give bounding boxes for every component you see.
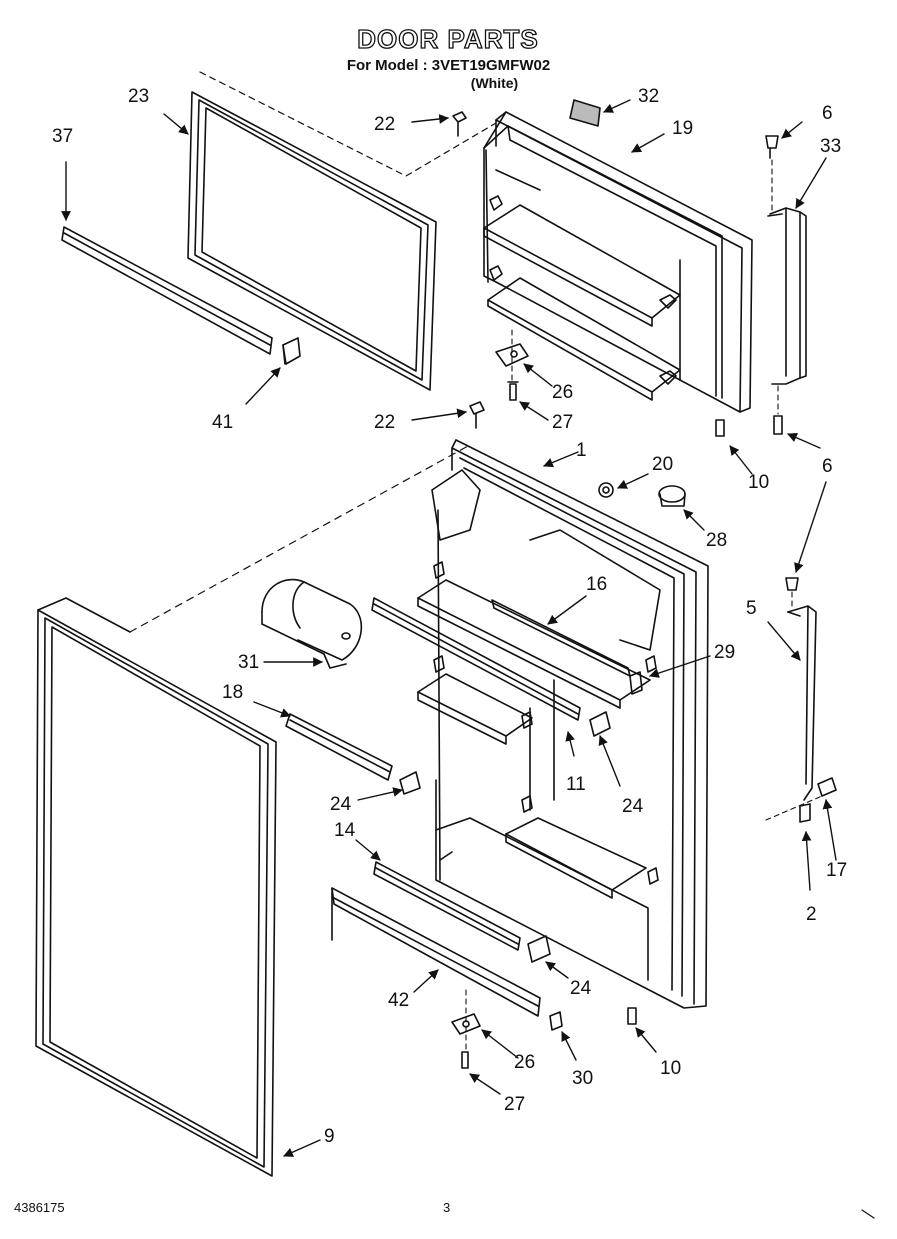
rail-end-cap	[549, 1011, 563, 1031]
callout-11: 11	[566, 774, 586, 795]
callout-28: 28	[706, 530, 727, 551]
alignment-line	[199, 71, 497, 177]
shelf-end-cap-middle	[589, 711, 611, 737]
liner-screw-upper	[715, 419, 725, 437]
shelf-end-cap-left	[399, 771, 421, 795]
handle-end-screw	[817, 777, 837, 797]
callout-18: 18	[222, 682, 243, 703]
callout-29: 29	[714, 642, 735, 663]
freezer-door-gasket	[187, 91, 437, 391]
callout-14: 14	[334, 820, 356, 841]
callout-17: 17	[826, 860, 847, 881]
trim-end-cap	[282, 337, 301, 365]
door-stop	[598, 482, 614, 498]
model-number: For Model : 3VET19GMFW02	[346, 57, 551, 74]
lower-screw	[461, 1051, 469, 1069]
hole-plug	[658, 485, 686, 507]
callout-30: 30	[572, 1068, 593, 1089]
handle-end-cap	[799, 803, 811, 823]
plug-button-upper	[452, 111, 467, 137]
freezer-door-handle	[767, 207, 807, 385]
callout-26-upper: 26	[552, 382, 573, 403]
dairy-door-bar	[491, 599, 631, 677]
liner-screw-lower	[627, 1007, 637, 1025]
callout-42: 42	[388, 990, 409, 1011]
fresh-food-door-liner	[417, 439, 709, 1009]
page-number: 3	[443, 1200, 451, 1215]
callout-23: 23	[128, 86, 149, 107]
shelf-clip-upper	[629, 671, 643, 695]
callout-9: 9	[324, 1126, 335, 1147]
callout-31: 31	[238, 652, 259, 673]
callout-10-upper: 10	[748, 472, 769, 493]
handle-screw-lower	[773, 415, 783, 435]
rating-label	[569, 99, 601, 127]
callout-37: 37	[52, 126, 73, 147]
shelf-rail-upper	[371, 597, 581, 721]
upper-screw	[507, 381, 519, 401]
callout-1: 1	[576, 440, 587, 461]
callout-27-lower: 27	[504, 1094, 525, 1115]
callout-33: 33	[820, 136, 841, 157]
shelf-trim-18	[285, 713, 393, 781]
callout-6-upper: 6	[822, 103, 833, 124]
callout-32: 32	[638, 86, 659, 107]
callout-41: 41	[212, 412, 233, 433]
callout-22-upper: 22	[374, 114, 395, 135]
freezer-door-liner	[483, 111, 753, 413]
callout-22-lower: 22	[374, 412, 395, 433]
upper-hinge-bracket	[495, 343, 529, 367]
model-color: (White)	[470, 75, 519, 91]
shelf-end-cap-lower	[527, 935, 551, 963]
callout-5: 5	[746, 598, 757, 619]
callout-16: 16	[586, 574, 607, 595]
callout-26-lower: 26	[514, 1052, 535, 1073]
callout-24-left: 24	[330, 794, 352, 815]
callout-2: 2	[806, 904, 817, 925]
handle-screw-upper	[765, 135, 779, 159]
page-title: DOOR PARTS	[357, 23, 539, 54]
callout-27-upper: 27	[552, 412, 573, 433]
callout-24-lower: 24	[570, 978, 592, 999]
document-number: 4386175	[14, 1200, 65, 1215]
freezer-trim-strip	[61, 226, 273, 355]
callout-20: 20	[652, 454, 673, 475]
shelf-rail-14	[373, 861, 521, 951]
callout-24-middle: 24	[622, 796, 644, 817]
callout-6-middle: 6	[822, 456, 833, 477]
diagram-header: DOOR PARTS For Model : 3VET19GMFW02 (Whi…	[0, 23, 897, 91]
callout-10-lower: 10	[660, 1058, 681, 1079]
fresh-food-door-gasket	[35, 597, 277, 1177]
dairy-compartment-door	[261, 578, 363, 669]
fresh-food-door-handle	[787, 605, 817, 801]
callout-19: 19	[672, 118, 693, 139]
callout-labels: 23 37 41 22 32 19 6 33 26 27 22 10 6 1 2…	[52, 86, 847, 1147]
handle-screw-middle	[785, 577, 799, 591]
plug-button-lower	[469, 401, 485, 429]
shelf-rail-42	[331, 887, 541, 1017]
